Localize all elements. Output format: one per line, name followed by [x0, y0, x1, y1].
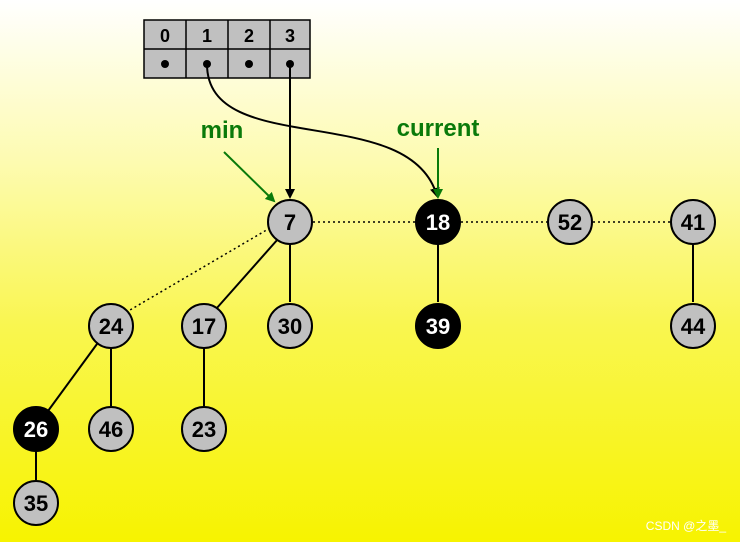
node-label-30: 30 — [278, 314, 302, 339]
array-index-0: 0 — [160, 26, 170, 46]
node-circle-17 — [181, 303, 227, 349]
pointer-1-to-18 — [206, 63, 440, 198]
node-label-46: 46 — [99, 417, 123, 442]
sibling-link-7-24 — [129, 227, 271, 311]
min-label: min — [201, 117, 244, 144]
node-23: 23 — [181, 406, 227, 452]
node-26: 26 — [13, 406, 59, 452]
node-46: 46 — [88, 406, 134, 452]
node-44: 44 — [670, 303, 716, 349]
min-arrow — [223, 151, 276, 203]
node-circle-52 — [547, 199, 593, 245]
node-circle-46 — [88, 406, 134, 452]
node-circle-26 — [13, 406, 59, 452]
node-39: 39 — [415, 303, 461, 349]
node-30: 30 — [267, 303, 313, 349]
node-circle-24 — [88, 303, 134, 349]
node-label-35: 35 — [24, 491, 48, 516]
array-index-2: 2 — [244, 26, 254, 46]
edge-7-17 — [215, 238, 279, 310]
edge-24-26 — [47, 343, 98, 412]
node-label-26: 26 — [24, 417, 48, 442]
node-label-23: 23 — [192, 417, 216, 442]
node-18: 18 — [415, 199, 461, 245]
current-label: current — [397, 115, 480, 142]
node-7: 7 — [267, 199, 313, 245]
node-label-39: 39 — [426, 314, 450, 339]
node-circle-41 — [670, 199, 716, 245]
array-index-1: 1 — [202, 26, 212, 46]
node-label-52: 52 — [558, 210, 582, 235]
node-label-44: 44 — [681, 314, 706, 339]
node-circle-39 — [415, 303, 461, 349]
node-circle-44 — [670, 303, 716, 349]
array-pointer-dot-0 — [161, 60, 169, 68]
node-circle-23 — [181, 406, 227, 452]
node-label-18: 18 — [426, 210, 450, 235]
node-52: 52 — [547, 199, 593, 245]
node-label-7: 7 — [284, 210, 296, 235]
node-label-17: 17 — [192, 314, 216, 339]
node-41: 41 — [670, 199, 716, 245]
degree-array: 0 1 2 3 — [143, 19, 311, 79]
array-pointer-dot-2 — [245, 60, 253, 68]
watermark: CSDN @之墨_ — [645, 519, 726, 533]
node-circle-35 — [13, 480, 59, 526]
node-35: 35 — [13, 480, 59, 526]
node-24: 24 — [88, 303, 134, 349]
node-circle-7 — [267, 199, 313, 245]
node-label-41: 41 — [681, 210, 705, 235]
node-label-24: 24 — [99, 314, 124, 339]
array-index-3: 3 — [285, 26, 295, 46]
node-17: 17 — [181, 303, 227, 349]
node-circle-18 — [415, 199, 461, 245]
node-circle-30 — [267, 303, 313, 349]
